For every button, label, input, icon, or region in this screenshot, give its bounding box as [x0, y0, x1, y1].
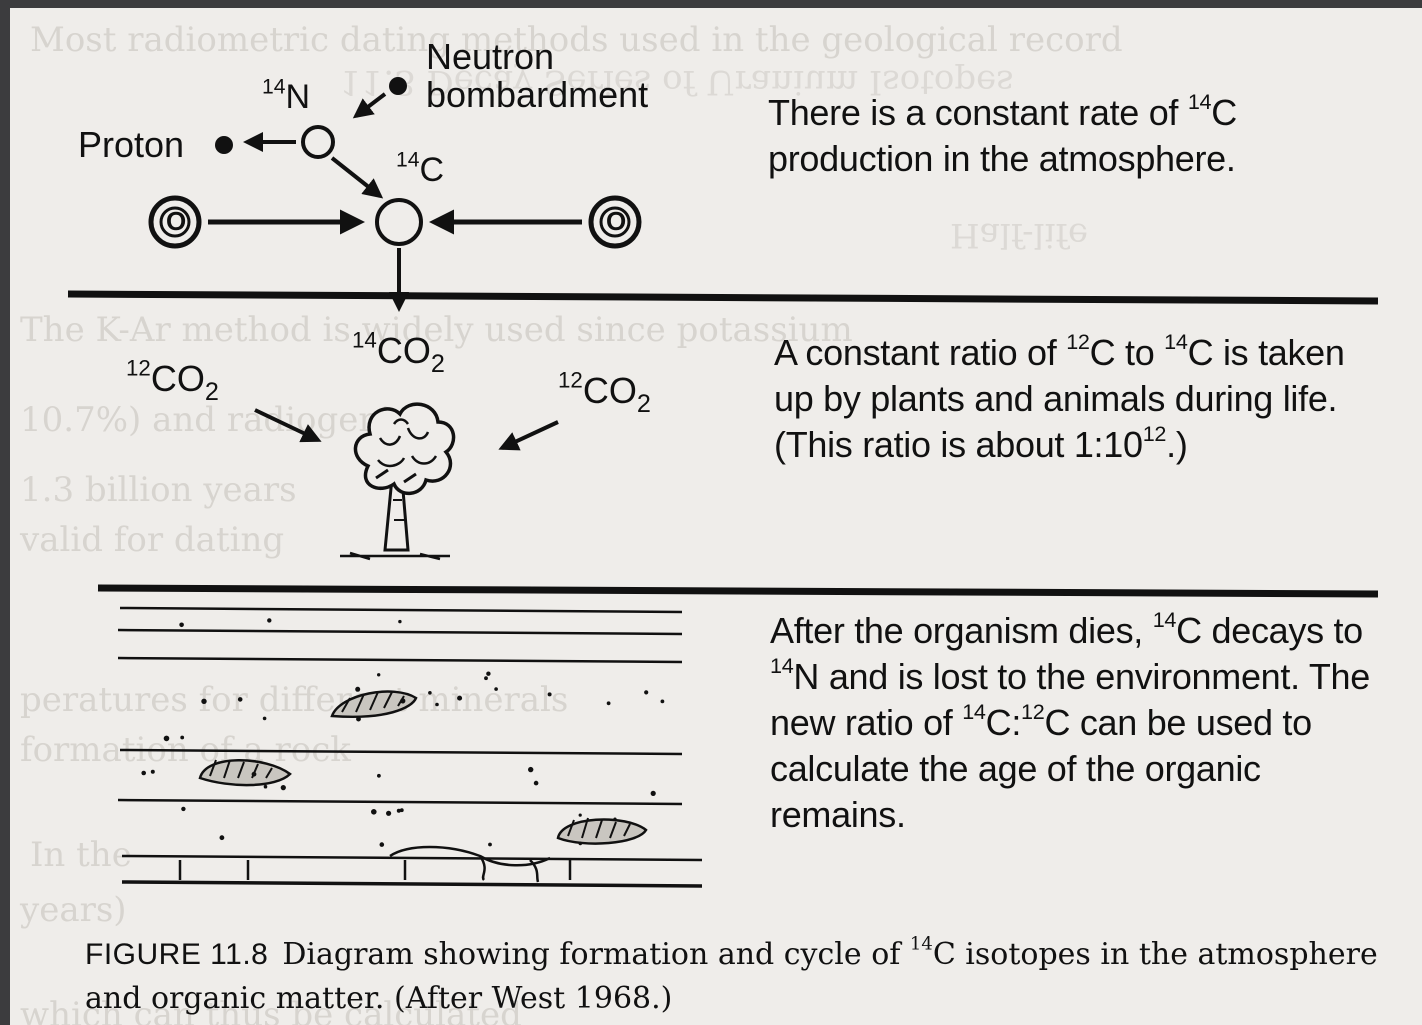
sediment-particle — [379, 842, 385, 847]
n14-symbol: N — [285, 78, 311, 116]
sediment-particle — [150, 769, 155, 774]
sediment-particle — [528, 766, 534, 773]
sediment-particle — [613, 817, 617, 821]
neutron-label-line1: Neutron — [426, 36, 555, 77]
sediment-particle — [262, 716, 267, 721]
sediment-particle — [494, 687, 498, 691]
co2-14-mass-number: 14 — [352, 327, 377, 353]
diagram-svg — [67, 77, 1379, 888]
sediment-particle — [201, 698, 207, 704]
sediment-particle — [377, 673, 381, 677]
sediment-particle — [578, 813, 582, 817]
arrow-to-carbon-14 — [330, 156, 384, 199]
divider-top — [67, 290, 1379, 305]
nitrogen-14-label: 14N — [262, 75, 311, 117]
sediment-particle — [650, 790, 656, 797]
co2-14-label: 14CO2 — [352, 327, 445, 377]
sediment-particle — [280, 785, 286, 791]
oxygen-right-label: O — [606, 206, 627, 236]
sediment-particle — [396, 808, 401, 813]
panel-uptake-text: A constant ratio of 12C to 14C is taken … — [774, 328, 1345, 465]
sediment-particle — [141, 770, 146, 776]
oxygen-right-outer-circle — [588, 195, 642, 249]
panel-production-text: There is a constant rate of 14C producti… — [768, 88, 1237, 179]
panel-decay-text: After the organism dies, 14C decays to 1… — [770, 606, 1370, 835]
sediment-particle — [371, 809, 377, 815]
sediment-particle — [180, 735, 185, 740]
carbon-14-label: 14C — [396, 148, 445, 190]
sediment-particle — [660, 699, 665, 704]
oxygen-left-outer-circle — [148, 195, 202, 249]
buried-organism-icon — [330, 690, 418, 718]
sediment-layers — [117, 606, 703, 888]
figure-number: FIGURE 11.8 — [85, 938, 269, 971]
sediment-particle — [398, 619, 402, 624]
caption-text-part2: C isotopes in the atmosphere and organic… — [85, 937, 1378, 1016]
co2-14-subscript: 2 — [430, 349, 445, 378]
sediment-particle — [219, 835, 225, 841]
co2-12-left-label: 12CO2 — [126, 355, 219, 405]
neutron-label-line2: bombardment — [426, 74, 649, 115]
sediment-particle — [400, 698, 406, 704]
arrow-neutron-to-nitrogen — [352, 92, 387, 119]
oxygen-right-inner-circle — [599, 206, 631, 238]
sediment-particle — [163, 735, 170, 742]
sediment-particle — [578, 841, 583, 846]
neutron-dot — [389, 77, 407, 95]
sediment-particle — [356, 716, 361, 722]
neutron-bombardment-label: Neutron bombardment — [426, 38, 648, 114]
caption-superscript: 14 — [909, 933, 933, 955]
sediment-particle — [606, 701, 611, 706]
co2-12-left-formula: CO — [150, 358, 205, 399]
sediment-particle — [355, 686, 361, 692]
sediment-particle — [399, 808, 404, 813]
proton-dot — [215, 136, 233, 154]
sediment-particle — [386, 810, 392, 816]
sediment-particle — [267, 618, 272, 623]
roots — [178, 845, 572, 883]
co2-14-formula: CO — [376, 330, 431, 371]
sediment-particles — [141, 618, 665, 847]
sediment-particle — [486, 671, 491, 676]
arrow-co2-right — [498, 420, 559, 451]
sediment-particle — [435, 702, 439, 707]
caption-text-part1: Diagram showing formation and cycle of — [282, 937, 910, 972]
sediment-particle — [181, 806, 186, 812]
divider-middle — [97, 584, 1379, 598]
sediment-particle — [484, 676, 488, 681]
sediment-particle — [428, 691, 432, 695]
co2-12-left-subscript: 2 — [204, 377, 219, 406]
tree-icon — [340, 402, 456, 561]
figure-caption: FIGURE 11.8 Diagram showing formation and… — [85, 933, 1422, 1021]
sediment-particle — [644, 690, 649, 695]
sediment-particle — [251, 771, 257, 777]
co2-12-right-subscript: 2 — [636, 389, 651, 418]
proton-label: Proton — [78, 124, 185, 165]
n14-mass-number: 14 — [262, 75, 286, 99]
sediment-particle — [533, 780, 539, 786]
sediment-particle — [457, 695, 463, 701]
arrow-co2-left — [254, 408, 322, 443]
sediment-particle — [179, 622, 184, 628]
sediment-particle — [547, 692, 552, 697]
oxygen-left-inner-circle — [159, 206, 191, 238]
carbon-14-circle — [375, 198, 423, 246]
buried-organism-icon — [198, 759, 292, 787]
sediment-particle — [488, 842, 492, 847]
c14-mass-number: 14 — [396, 148, 420, 172]
co2-12-right-formula: CO — [582, 370, 637, 411]
sediment-particle — [237, 697, 243, 702]
co2-12-right-label: 12CO2 — [558, 367, 651, 417]
nitrogen-14-circle — [301, 125, 335, 159]
sediment-particle — [263, 784, 268, 789]
scanned-page: Most radiometric dating methods used in … — [10, 8, 1422, 1025]
co2-12-left-mass-number: 12 — [126, 355, 151, 381]
co2-12-right-mass-number: 12 — [558, 367, 583, 393]
sediment-particle — [377, 773, 381, 778]
oxygen-left-label: O — [166, 206, 187, 236]
buried-organism-icon — [556, 817, 648, 845]
c14-symbol: C — [419, 151, 445, 189]
